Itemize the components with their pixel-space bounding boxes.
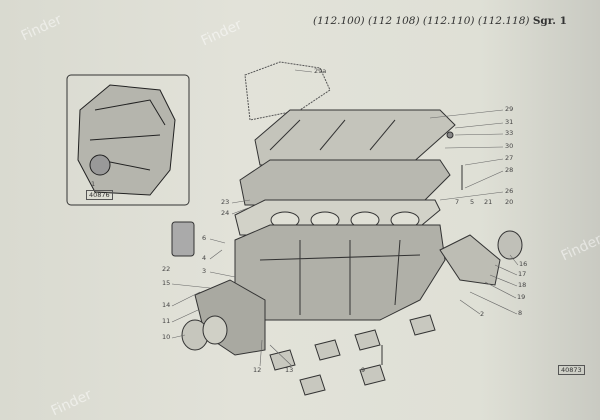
timing-cover-outline-29a xyxy=(244,61,331,121)
page-header: (112.100) (112 108) (112.110) (112.118) … xyxy=(313,15,567,27)
callout-14: 14 xyxy=(162,301,171,309)
callout-21: 21 xyxy=(484,198,493,206)
main-bearing-caps xyxy=(269,314,436,396)
callout-22: 22 xyxy=(162,265,171,273)
callout-1: 1 xyxy=(91,180,96,188)
callout-12: 12 xyxy=(253,366,262,374)
callout-26: 26 xyxy=(505,187,514,195)
cylinder-head xyxy=(239,159,451,206)
callout-24: 24 xyxy=(221,209,230,217)
callout-29: 29 xyxy=(505,105,514,113)
callout-33: 33 xyxy=(505,129,514,137)
main-drawing-number: 40873 xyxy=(558,365,585,375)
callout-31: 31 xyxy=(505,118,514,126)
complete-engine-inset xyxy=(77,84,176,196)
oil-seal xyxy=(497,230,523,260)
callout-30: 30 xyxy=(505,142,514,150)
callout-13: 13 xyxy=(285,366,294,374)
model-codes: (112.100) (112 108) (112.110) (112.118) xyxy=(313,15,530,27)
callout-29a: 29a xyxy=(314,67,327,75)
callout-15: 15 xyxy=(162,279,171,287)
callout-18: 18 xyxy=(518,281,527,289)
callout-11: 11 xyxy=(162,317,171,325)
callout-9: 9 xyxy=(361,366,366,374)
callout-7: 7 xyxy=(455,198,460,206)
oil-filter xyxy=(171,221,195,257)
inset-frame xyxy=(66,74,190,206)
callout-5: 5 xyxy=(470,198,475,206)
cylinder-head-cover xyxy=(254,109,456,166)
inset-drawing-number: 40876 xyxy=(86,190,113,200)
callout-2: 2 xyxy=(480,310,485,318)
callout-10: 10 xyxy=(162,333,171,341)
callout-4: 4 xyxy=(202,254,207,262)
callout-20: 20 xyxy=(505,198,514,206)
callout-8: 8 xyxy=(518,309,523,317)
callout-6: 6 xyxy=(202,234,207,242)
callout-17: 17 xyxy=(518,270,527,278)
group-number: Sgr. 1 xyxy=(532,15,567,27)
rear-bearing-housing xyxy=(439,234,501,286)
callout-3: 3 xyxy=(202,267,207,275)
callout-28: 28 xyxy=(505,166,514,174)
engine-block xyxy=(234,224,446,321)
callout-23: 23 xyxy=(221,198,230,206)
callout-27: 27 xyxy=(505,154,514,162)
callout-19: 19 xyxy=(517,293,526,301)
callout-16: 16 xyxy=(519,260,528,268)
